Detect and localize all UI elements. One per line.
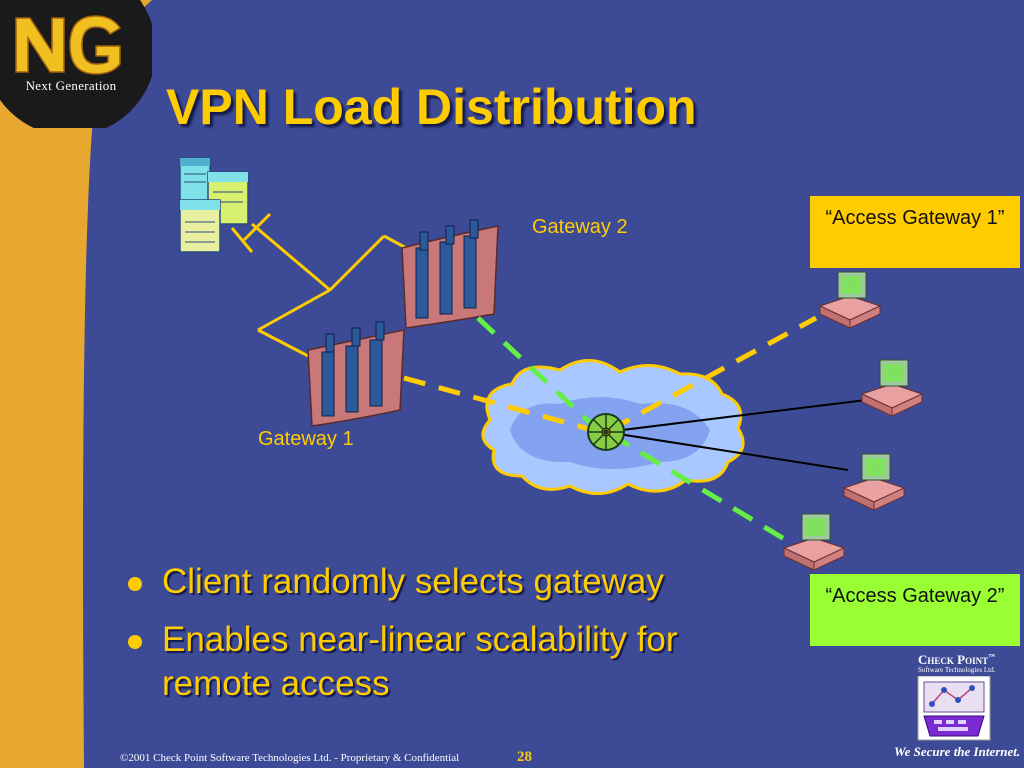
logo-text: Next Generation <box>25 78 117 93</box>
bullet-list: Client randomly selects gateway Enables … <box>124 560 784 720</box>
vpn-hub-icon <box>587 413 625 451</box>
server-icon <box>179 157 249 253</box>
computer-icon <box>842 453 906 511</box>
computer-icon <box>782 513 846 571</box>
bullet-icon <box>128 577 142 591</box>
computer-icon <box>818 271 882 329</box>
client-links <box>605 399 867 471</box>
bullet-item: Client randomly selects gateway <box>124 560 784 604</box>
gateway-1-label: Gateway 1 <box>258 428 354 450</box>
check-point-logo-icon <box>917 676 991 741</box>
trademark-mark: ™ <box>988 652 996 661</box>
next-generation-logo <box>0 0 152 128</box>
access-gateway-2-callout: “Access Gateway 2” <box>810 574 1020 646</box>
computer-icon <box>860 359 924 417</box>
page-number: 28 <box>517 749 532 765</box>
lan-lines <box>230 212 411 360</box>
firewall-icon <box>401 219 499 329</box>
firewall-icon <box>307 321 405 427</box>
check-point-brand: Check Point™ <box>918 652 995 668</box>
bullet-item: Enables near-linear scalability for remo… <box>124 618 784 706</box>
copyright-footer: ©2001 Check Point Software Technologies … <box>120 752 460 764</box>
bullet-icon <box>128 635 142 649</box>
check-point-brand-name: Check Point <box>918 652 989 667</box>
bullet-text: Client randomly selects gateway <box>162 562 664 601</box>
tagline: We Secure the Internet. <box>894 744 1021 759</box>
access-gateway-1-callout: “Access Gateway 1” <box>810 196 1020 268</box>
gateway-2-label: Gateway 2 <box>532 216 628 238</box>
slide-title: VPN Load Distribution <box>166 79 697 135</box>
ng-mark-icon <box>15 15 122 75</box>
bullet-text: Enables near-linear scalability for remo… <box>162 620 678 703</box>
vpn-tunnels <box>403 315 818 543</box>
check-point-subtitle: Software Technologies Ltd. <box>918 666 996 674</box>
